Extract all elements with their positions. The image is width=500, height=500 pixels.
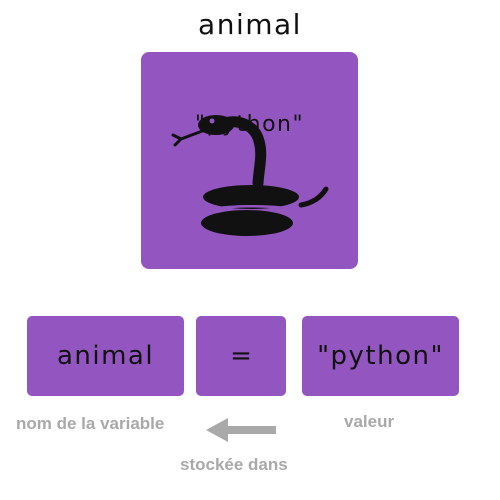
variable-name-caption: nom de la variable [16,414,165,433]
value-caption: valeur [344,412,395,431]
assignment-operator-box: = [196,316,286,396]
snake-icon [171,115,329,236]
variable-name-box: animal [27,316,184,396]
value-box: "python" [302,316,459,396]
variable-title: animal [198,8,302,41]
stored-in-caption: stockée dans [180,455,288,474]
arrow-left-icon [206,418,276,442]
